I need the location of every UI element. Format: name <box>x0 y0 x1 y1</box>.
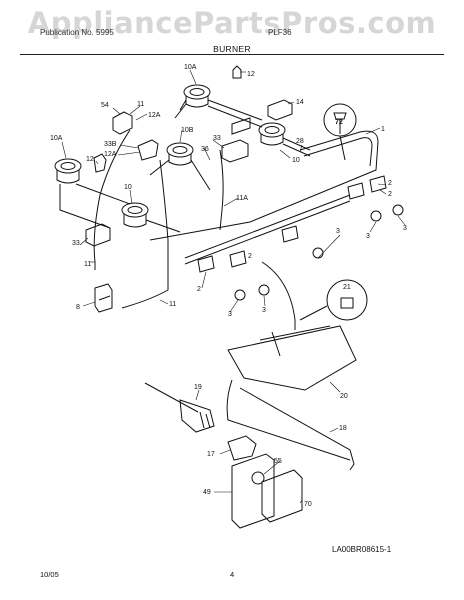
bracket-54 <box>112 111 133 135</box>
wire-11-upper <box>93 129 131 270</box>
callout: 33B <box>104 141 117 148</box>
footer-page: 4 <box>230 570 235 579</box>
callout: 33 <box>213 135 221 142</box>
callout: 17 <box>207 451 215 458</box>
callout: 55 <box>274 458 282 465</box>
callout: 12A <box>148 112 161 119</box>
bracket-14 <box>267 99 293 121</box>
callout: 2 <box>388 180 392 187</box>
model-label: PLF36 <box>268 28 292 37</box>
callout: 11 <box>137 101 144 108</box>
callout: 2 <box>248 253 252 260</box>
watermark: AppliancePartsPros.com <box>27 6 437 40</box>
igniter-19 <box>144 382 215 433</box>
valve-knobs <box>234 204 404 301</box>
clip-12-top <box>232 65 242 79</box>
callout: 54 <box>101 102 109 109</box>
oven-supply-tube <box>261 261 296 330</box>
valves <box>197 175 387 273</box>
bracket-33-left <box>85 223 111 247</box>
callout: 3 <box>228 311 232 318</box>
burner-front-right <box>121 202 181 233</box>
callout: 3 <box>336 228 340 235</box>
callout: 3 <box>366 233 370 240</box>
callout: 19 <box>194 384 202 391</box>
callout: 18 <box>339 425 347 432</box>
callout: 49 <box>203 489 211 496</box>
callout-circle-21 <box>299 279 368 321</box>
safety-valve-70 <box>261 469 303 523</box>
clip-55 <box>251 471 265 485</box>
burner-middle <box>149 142 211 191</box>
callout: 28 <box>296 138 304 145</box>
callout: 10A <box>50 135 63 142</box>
bracket-49 <box>231 453 275 529</box>
footer-date: 10/05 <box>40 570 59 579</box>
callout: 12 <box>86 156 94 163</box>
callout: 3 <box>403 225 407 232</box>
front-rail <box>184 194 351 265</box>
clip-12-left <box>93 153 107 173</box>
publication-number: Publication No. 5995 <box>40 28 114 37</box>
bracket-33-right <box>221 139 249 163</box>
callout: 11 <box>84 261 91 268</box>
burner-rear-right <box>258 122 311 157</box>
callout: 10 <box>124 184 132 191</box>
bracket-33b <box>137 139 159 161</box>
oven-burner-18 <box>226 379 355 471</box>
callout: 72 <box>335 119 343 126</box>
heat-shield-20 <box>227 325 357 391</box>
callout: 14 <box>296 99 304 106</box>
callout: 70 <box>304 501 312 508</box>
callout: 10A <box>184 64 197 71</box>
callout: 8 <box>76 304 80 311</box>
manifold-pipe-1 <box>149 130 379 241</box>
wire-11-lower <box>121 159 169 309</box>
orifice-holder-17 <box>227 435 257 461</box>
spark-module-8 <box>94 283 113 313</box>
callout: 33 <box>72 240 80 247</box>
section-title: BURNER <box>213 44 251 54</box>
callout: 11A <box>236 195 248 202</box>
screw-72 <box>323 103 357 161</box>
diagram-code: LA00BR08615-1 <box>332 545 392 554</box>
callout: 2 <box>388 191 392 198</box>
callout: 2 <box>197 286 201 293</box>
callout: 12A <box>104 151 117 158</box>
header-rule <box>20 54 444 55</box>
callout: 36 <box>201 146 209 153</box>
callout-labels: 10A 12 14 54 11 12A 10B 72 1 10A 33B 12A… <box>50 64 407 508</box>
callout: 10B <box>181 127 194 134</box>
rear-burner-tube <box>174 99 187 119</box>
wire-11a <box>219 149 224 231</box>
callout: 3 <box>262 307 266 314</box>
callout: 20 <box>340 393 348 400</box>
callout: 21 <box>343 284 351 291</box>
burner-front-left <box>54 158 131 229</box>
callout: 10 <box>292 157 300 164</box>
callout: 12 <box>247 71 255 78</box>
callout: 11 <box>169 301 176 308</box>
burner-rear-left <box>183 84 263 128</box>
callout: 1 <box>381 126 385 133</box>
